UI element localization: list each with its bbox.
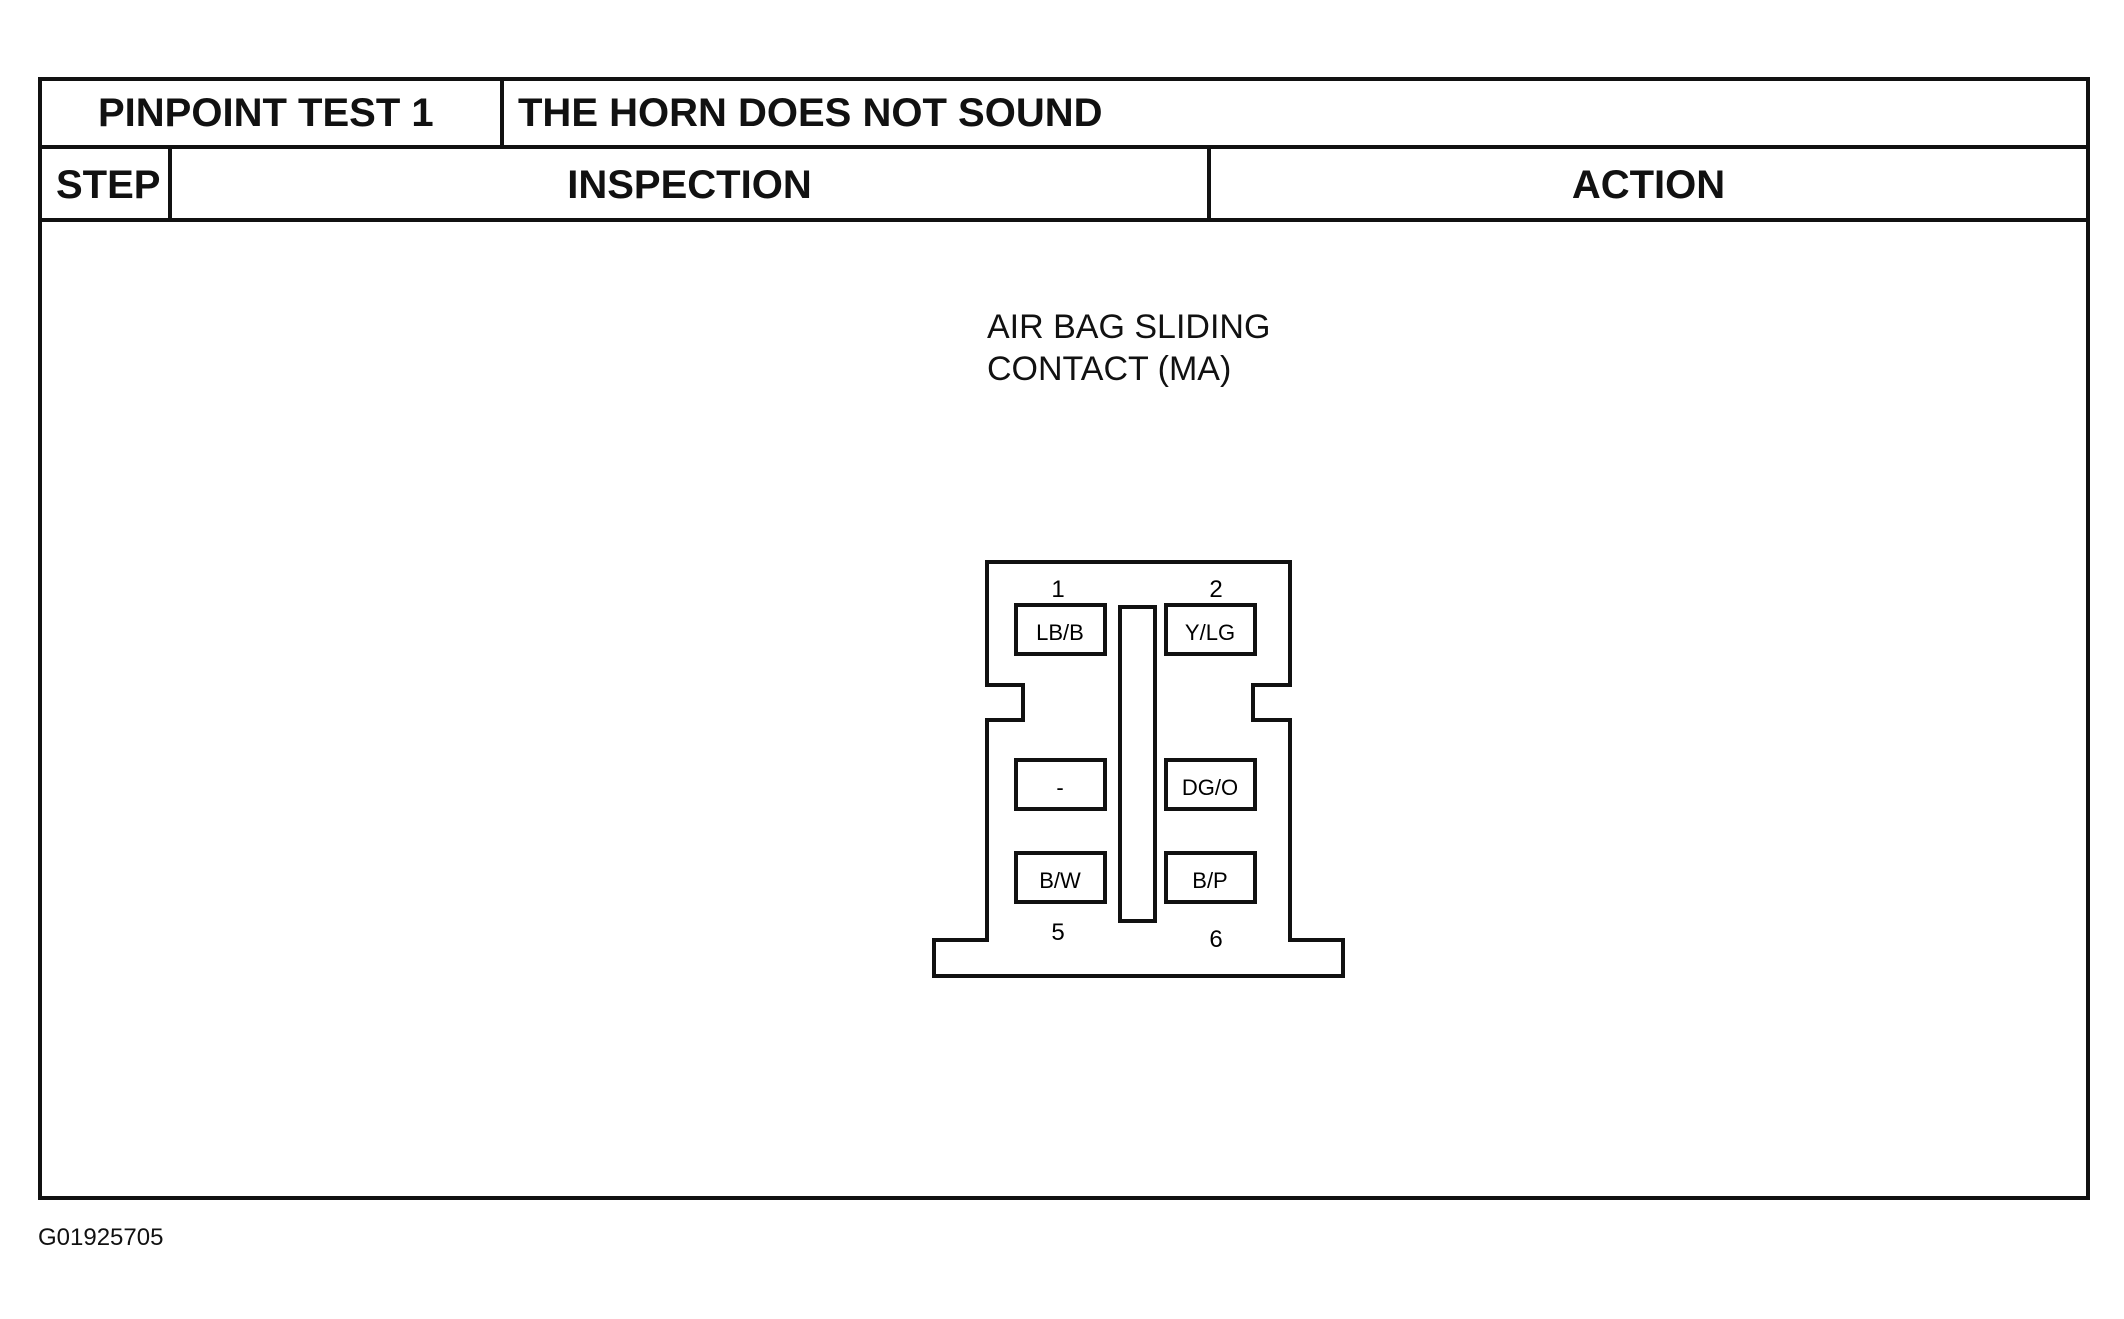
terminal-3-box bbox=[1014, 758, 1107, 811]
figure-code: G01925705 bbox=[38, 1224, 164, 1251]
terminal-2-wire-label: Y/LG bbox=[1185, 620, 1235, 645]
pin-number-2: 2 bbox=[1209, 576, 1222, 603]
connector-center-bar bbox=[1118, 605, 1157, 923]
terminal-4-wire-label: DG/O bbox=[1182, 775, 1238, 800]
terminal-4-box bbox=[1164, 758, 1257, 811]
test-label: PINPOINT TEST 1 bbox=[98, 91, 434, 135]
terminal-2-box bbox=[1164, 603, 1257, 656]
terminal-6-box bbox=[1164, 851, 1257, 904]
pinpoint-test-table: PINPOINT TEST 1 THE HORN DOES NOT SOUND … bbox=[38, 77, 2090, 1200]
test-title: THE HORN DOES NOT SOUND bbox=[518, 91, 1103, 135]
terminal-1-wire-label: LB/B bbox=[1036, 620, 1084, 645]
column-row-divider bbox=[42, 218, 2086, 222]
terminal-6-wire-label: B/P bbox=[1192, 868, 1227, 893]
connector-housing-outline bbox=[932, 560, 1345, 978]
connector-caption-line2: CONTACT (MA) bbox=[987, 350, 1232, 388]
terminal-5-wire-label: B/W bbox=[1039, 868, 1081, 893]
terminal-1-box bbox=[1014, 603, 1107, 656]
terminal-5-box bbox=[1014, 851, 1107, 904]
pin-number-6: 6 bbox=[1209, 926, 1222, 953]
inspection-divider bbox=[1207, 147, 1211, 219]
pin-number-1: 1 bbox=[1051, 576, 1064, 603]
action-column-header: ACTION bbox=[1571, 163, 1726, 207]
step-divider bbox=[168, 147, 172, 219]
terminal-3-wire-label: - bbox=[1056, 775, 1063, 800]
header-row-divider bbox=[42, 145, 2086, 149]
pin-number-5: 5 bbox=[1051, 919, 1064, 946]
title-divider bbox=[500, 81, 504, 147]
step-column-header: STEP bbox=[56, 163, 161, 207]
connector-caption-line1: AIR BAG SLIDING bbox=[987, 308, 1271, 346]
inspection-column-header: INSPECTION bbox=[567, 163, 812, 207]
